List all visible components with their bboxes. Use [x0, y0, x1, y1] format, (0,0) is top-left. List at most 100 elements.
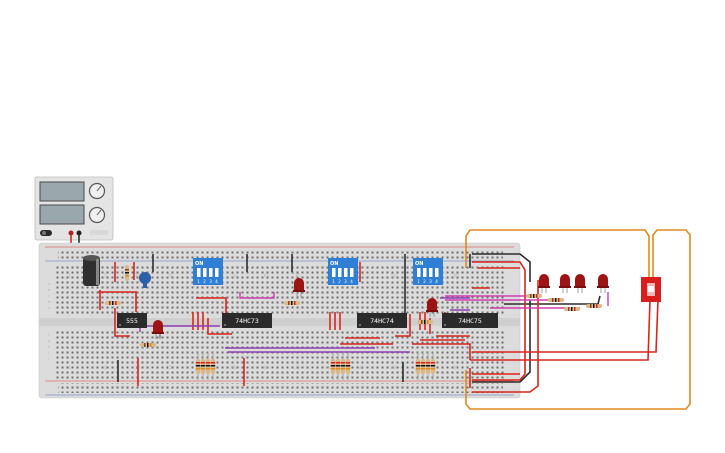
center-channel [39, 318, 520, 326]
row-letter: h [48, 345, 50, 349]
chip-label: 555 [126, 317, 138, 325]
column-number: 35 [295, 273, 301, 278]
display-icon [39, 204, 85, 225]
resistor[interactable] [200, 352, 206, 380]
resistor[interactable] [330, 352, 336, 380]
dip-toggle[interactable] [215, 268, 219, 277]
column-number: 15 [167, 273, 173, 278]
row-letter: d [48, 300, 50, 304]
column-number: 60 [454, 365, 460, 370]
led[interactable] [597, 274, 609, 293]
dip-number: 3 [209, 279, 212, 284]
resistor[interactable] [205, 352, 211, 380]
dip-toggle[interactable] [350, 268, 354, 277]
column-number: 50 [391, 273, 397, 278]
ic-chips[interactable]: 555 74HC73 74HC74 74HC75 [117, 313, 498, 328]
dip-toggle[interactable] [332, 268, 336, 277]
resistors[interactable] [105, 265, 602, 347]
dip-number: 3 [344, 279, 347, 284]
resistor[interactable] [420, 352, 426, 380]
power-supply[interactable] [34, 176, 114, 241]
column-number: 30 [263, 365, 269, 370]
dip-on-label: ON [195, 261, 203, 267]
dip-number: 1 [332, 279, 335, 284]
column-number: 25 [231, 365, 237, 370]
row-letter: b [48, 288, 51, 292]
slide-switch[interactable] [641, 277, 661, 302]
dip-toggle[interactable] [197, 268, 201, 277]
column-number: 10 [135, 273, 141, 278]
dip-number: 4 [435, 279, 438, 284]
led[interactable] [538, 274, 550, 293]
leds[interactable] [152, 274, 609, 339]
dip-number: 1 [197, 279, 200, 284]
resistor[interactable] [340, 352, 346, 380]
led[interactable] [293, 278, 305, 297]
dip-toggle[interactable] [344, 268, 348, 277]
led[interactable] [559, 274, 571, 293]
dip-number: 4 [350, 279, 353, 284]
column-number: 1 [68, 273, 71, 278]
ic-chip[interactable]: 555 [117, 313, 147, 328]
column-number: 30 [263, 273, 269, 278]
led[interactable] [426, 298, 438, 317]
ceramic-capacitor[interactable] [139, 272, 151, 288]
resistor[interactable] [210, 352, 216, 380]
column-number: 55 [423, 365, 429, 370]
ic-chip[interactable]: 74HC75 [442, 313, 498, 328]
dip-toggle[interactable] [435, 268, 439, 277]
dip-number: 2 [203, 279, 206, 284]
ic-chip[interactable]: 74HC74 [357, 313, 407, 328]
row-letter: a [48, 282, 50, 286]
column-number: 5 [104, 273, 107, 278]
column-number: 40 [327, 365, 333, 370]
resistor[interactable] [430, 352, 436, 380]
led[interactable] [152, 320, 164, 339]
column-number: 25 [231, 273, 237, 278]
dip-toggle[interactable] [429, 268, 433, 277]
row-letter: i [48, 351, 49, 355]
column-number: 50 [391, 365, 397, 370]
dip-toggle[interactable] [203, 268, 207, 277]
dip-number: 2 [338, 279, 341, 284]
display-icon [39, 181, 85, 202]
resistor[interactable] [345, 352, 351, 380]
dip-toggle[interactable] [209, 268, 213, 277]
column-number: 45 [359, 273, 365, 278]
dip-toggle[interactable] [338, 268, 342, 277]
dip-toggle[interactable] [423, 268, 427, 277]
dip-on-label: ON [330, 261, 338, 267]
column-number: 5 [104, 365, 107, 370]
led[interactable] [574, 274, 586, 293]
dip-toggle[interactable] [417, 268, 421, 277]
terminal-strip-bottom[interactable] [55, 330, 505, 380]
dip-number: 4 [215, 279, 218, 284]
resistor[interactable] [415, 352, 421, 380]
resistor[interactable] [195, 352, 201, 380]
electrolytic-capacitor[interactable] [83, 255, 100, 286]
row-letter: f [48, 333, 50, 337]
power-rail-holes[interactable] [58, 383, 503, 393]
dip-number: 3 [429, 279, 432, 284]
dip-on-label: ON [415, 261, 423, 267]
row-letter: j [47, 357, 49, 361]
resistor[interactable] [335, 352, 341, 380]
row-letter: c [48, 294, 50, 298]
chip-label: 74HC73 [235, 317, 259, 325]
column-number: 45 [359, 365, 365, 370]
column-number: 60 [454, 273, 460, 278]
dip-number: 1 [417, 279, 420, 284]
wires-orange[interactable] [465, 229, 691, 410]
power-rail-holes[interactable] [58, 249, 503, 259]
dip-number: 2 [423, 279, 426, 284]
resistor[interactable] [425, 352, 431, 380]
pull-down-resistors[interactable] [195, 352, 436, 380]
ic-chip[interactable]: 74HC73 [222, 313, 272, 328]
wires-pink[interactable] [239, 292, 609, 309]
